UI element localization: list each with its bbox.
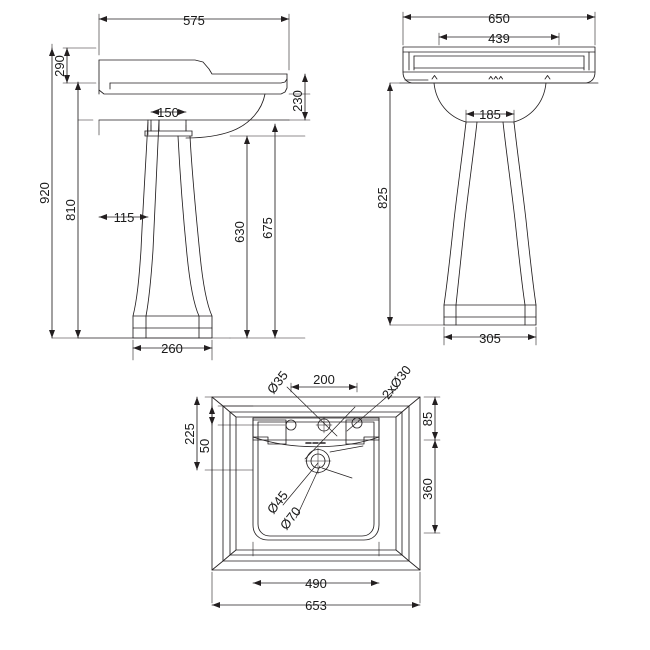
- dim-label-200: 200: [313, 372, 335, 387]
- callout-label-d35: Ø35: [264, 368, 291, 397]
- dim-label-575: 575: [183, 13, 205, 28]
- tap-hole-left-plan: [285, 419, 297, 431]
- dim-label-305: 305: [479, 331, 501, 346]
- pedestal-column-side: [132, 119, 213, 317]
- dim-label-630: 630: [232, 221, 247, 243]
- dim-label-439: 439: [488, 31, 510, 46]
- rear-deck-plan: [252, 417, 380, 448]
- dim-label-50: 50: [197, 439, 212, 453]
- dim-label-810: 810: [63, 199, 78, 221]
- basin-outer-rim-plan: [211, 396, 421, 571]
- dim-label-490: 490: [305, 576, 327, 591]
- dim-label-185: 185: [479, 107, 501, 122]
- front-elevation-view: [387, 11, 599, 346]
- dim-label-653: 653: [305, 598, 327, 613]
- tap-hole-center-plan: [315, 416, 333, 434]
- bowl-underside-front: [433, 82, 547, 123]
- pedestal-collar-side: [144, 119, 193, 137]
- bowl-opening-plan: [252, 417, 380, 541]
- basin-front-profile: [399, 46, 599, 84]
- dim-label-650: 650: [488, 11, 510, 26]
- dim-label-85: 85: [420, 412, 435, 426]
- basin-side-profile: [98, 59, 290, 139]
- plan-callout-leaders: [282, 386, 398, 519]
- dim-label-150: 150: [157, 105, 179, 120]
- pedestal-base-side: [132, 315, 213, 339]
- tap-hole-right-plan: [351, 417, 363, 429]
- side-elevation-view: [49, 13, 311, 361]
- dim-label-115: 115: [114, 210, 135, 225]
- callout-label-d30: 2xØ30: [379, 363, 414, 402]
- dim-label-230: 230: [290, 90, 305, 112]
- dim-label-225: 225: [182, 423, 197, 445]
- front-extension-lines: [389, 11, 596, 346]
- pedestal-column-front: [443, 121, 537, 306]
- plan-view: [194, 382, 441, 608]
- dim-label-290: 290: [52, 55, 67, 77]
- dim-label-920: 920: [37, 182, 52, 204]
- dim-label-360: 360: [420, 478, 435, 500]
- pedestal-base-front: [443, 304, 537, 326]
- dim-label-260: 260: [161, 341, 183, 356]
- side-extension-lines: [51, 13, 311, 361]
- dim-label-825: 825: [375, 187, 390, 209]
- dim-label-675: 675: [260, 217, 275, 239]
